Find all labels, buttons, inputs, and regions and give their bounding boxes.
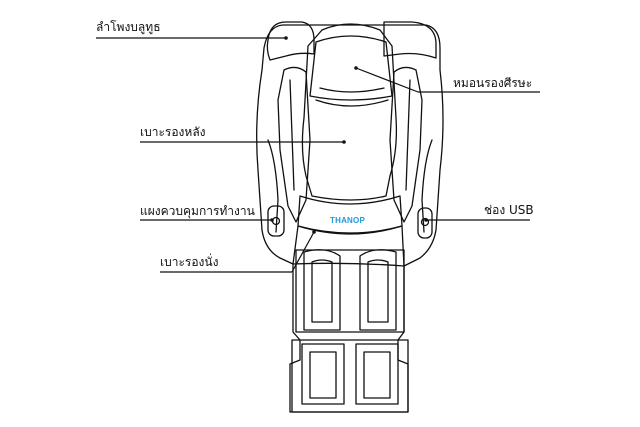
label-control-panel: แผงควบคุมการทำงาน bbox=[140, 204, 255, 218]
foot-pocket-left bbox=[301, 343, 345, 405]
headrest-pillow bbox=[309, 35, 393, 101]
usb-port bbox=[417, 207, 433, 239]
foot-pocket-right bbox=[355, 343, 399, 405]
speaker-right bbox=[383, 21, 437, 59]
leader-headrest bbox=[355, 67, 419, 93]
label-bluetooth-speaker: ลำโพงบลูทูธ bbox=[96, 20, 161, 34]
back-cushion bbox=[301, 23, 398, 201]
leg-rest bbox=[295, 249, 405, 333]
seat-cushion bbox=[292, 225, 405, 267]
calf-pocket-left bbox=[303, 249, 341, 331]
speaker-left bbox=[266, 21, 315, 61]
control-panel bbox=[267, 205, 285, 237]
calf-pocket-right bbox=[359, 249, 397, 331]
label-seat-cushion: เบาะรองนั่ง bbox=[160, 255, 219, 269]
right-arm-rail bbox=[389, 66, 423, 223]
watermark-logo: THANOP bbox=[330, 216, 365, 225]
left-arm-rail bbox=[277, 66, 311, 223]
lower-back bbox=[297, 195, 403, 234]
label-headrest: หมอนรองศีรษะ bbox=[453, 76, 533, 90]
label-usb-port: ช่อง USB bbox=[484, 203, 534, 217]
label-backrest: เบาะรองหลัง bbox=[140, 125, 206, 139]
foot-rest bbox=[291, 339, 409, 413]
